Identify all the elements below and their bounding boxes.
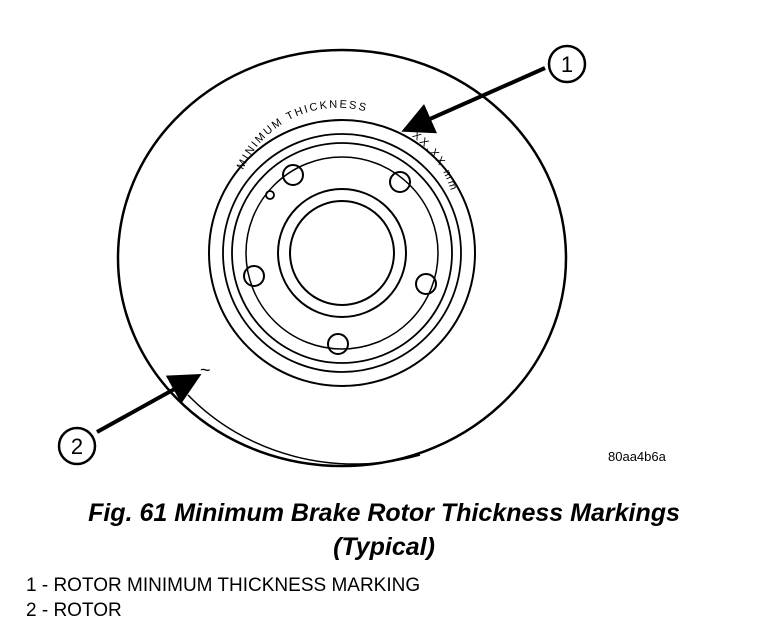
callout-2-circle — [57, 426, 97, 466]
rotor-symbol: ~ — [200, 360, 211, 380]
hat-ring-3 — [231, 142, 453, 364]
legend-item: 2 - ROTOR — [26, 600, 122, 622]
brake-rotor-diagram: MINIMUM THICKNESS XX.XX mm ~ 1 2 80aa4b6… — [57, 44, 667, 468]
caption-subtitle: (Typical) — [333, 533, 435, 561]
lug-hole — [389, 171, 411, 193]
legend-text: - ROTOR MINIMUM THICKNESS MARKING — [36, 575, 421, 596]
callout-1-arrow — [401, 66, 546, 134]
lug-hole — [243, 265, 265, 287]
lug-hole — [415, 273, 437, 295]
legend-text: - ROTOR — [36, 600, 122, 621]
rotor-edge-shadow — [187, 394, 421, 465]
hat-ring-outer — [208, 119, 476, 387]
callout-2-label: 2 — [71, 434, 83, 459]
lug-hole — [282, 164, 304, 186]
caption-title: Fig. 61 Minimum Brake Rotor Thickness Ma… — [88, 499, 680, 527]
hat-ring-4 — [245, 156, 439, 350]
lug-hole — [327, 333, 349, 355]
legend-item: 1 - ROTOR MINIMUM THICKNESS MARKING — [26, 575, 420, 597]
locator-hole — [265, 190, 275, 200]
hub-bore-outer — [277, 188, 407, 318]
legend-number: 2 — [26, 600, 37, 621]
legend-number: 1 — [26, 575, 37, 596]
hat-ring-2 — [222, 133, 462, 373]
hub-bore-inner — [289, 200, 395, 306]
image-code: 80aa4b6a — [608, 449, 667, 464]
callout-1-label: 1 — [561, 52, 573, 77]
callout-2-arrow — [96, 374, 202, 434]
rotor-outer-edge — [116, 48, 568, 468]
callout-1-circle — [547, 44, 587, 84]
